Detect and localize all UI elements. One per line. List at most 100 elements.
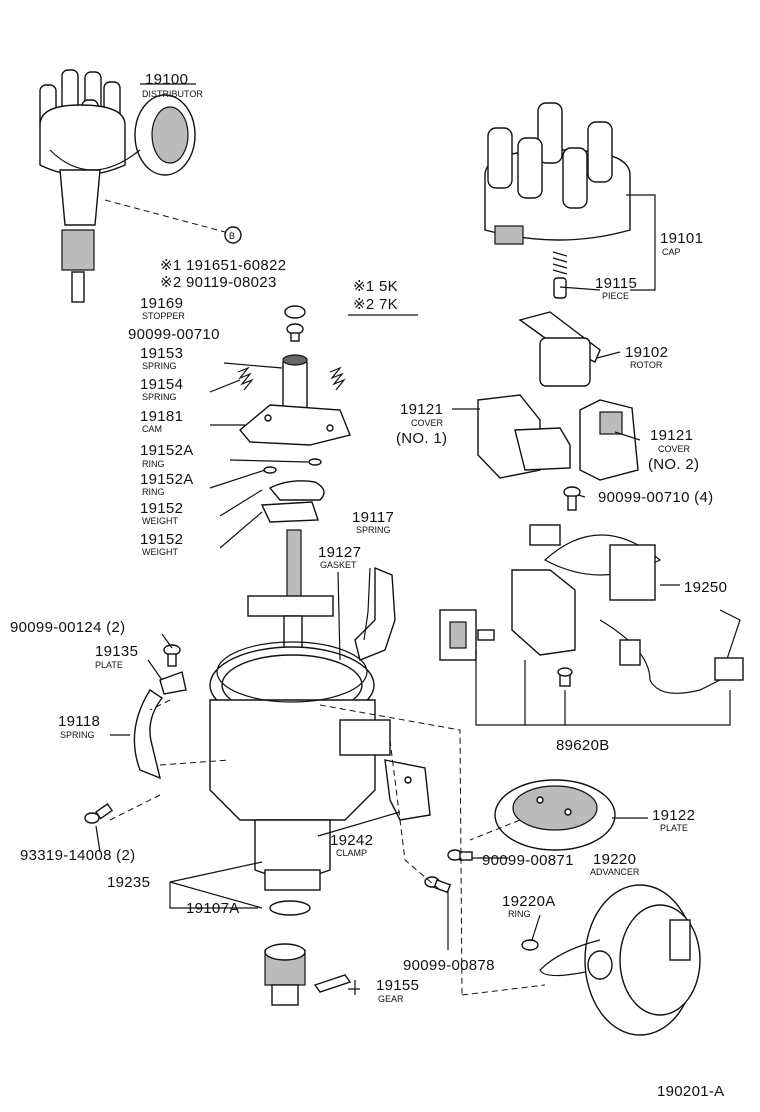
connector-drawing <box>439 609 495 661</box>
label-19169-name: STOPPER <box>142 311 185 321</box>
advancer-drawing <box>539 884 701 1036</box>
callout-b-circle <box>224 226 242 244</box>
bracket-cap-piece <box>626 194 656 291</box>
label-90099-00124-no: 90099-00124 (2) <box>10 619 125 636</box>
label-90099-00710-4-no: 90099-00710 (4) <box>598 489 713 506</box>
label-19102-name: ROTOR <box>630 360 663 370</box>
label-19152A-1-no: 19152A <box>140 442 194 459</box>
label-19155-name: GEAR <box>378 994 404 1004</box>
label-90099-00871-no: 90099-00871 <box>482 852 574 869</box>
label-19220-name: ADVANCER <box>590 867 640 877</box>
label-19101-name: CAP <box>662 247 681 257</box>
label-19154-name: SPRING <box>142 392 177 402</box>
label-19152-2-name: WEIGHT <box>142 547 178 557</box>
rotor-drawing <box>518 311 601 387</box>
note-1-engine: ※1 5K <box>353 278 398 295</box>
note-2-engine: ※2 7K <box>353 296 398 313</box>
label-19118-name: SPRING <box>60 730 95 740</box>
label-19115-no: 19115 <box>595 275 637 292</box>
screw-00871-drawing <box>447 849 473 861</box>
label-19154-no: 19154 <box>140 376 183 393</box>
bracket-89620b <box>475 650 731 726</box>
plate-19135-drawing <box>159 671 187 695</box>
breaker-plate-drawing <box>494 779 616 851</box>
label-19181-name: CAM <box>142 424 162 434</box>
label-19121a-name: COVER <box>411 418 444 428</box>
label-19242-name: CLAMP <box>336 848 367 858</box>
label-19122-name: PLATE <box>660 823 688 833</box>
label-19100-no: 19100 <box>145 71 188 88</box>
label-19220-no: 19220 <box>593 851 636 868</box>
screw-00878-drawing <box>424 876 452 894</box>
label-19220A-no: 19220A <box>502 893 556 910</box>
label-19153-no: 19153 <box>140 345 183 362</box>
igniter-assembly-drawing <box>511 524 744 694</box>
label-19135-no: 19135 <box>95 643 138 660</box>
label-90099-00878-no: 90099-00878 <box>403 957 495 974</box>
label-90099-00710-no: 90099-00710 <box>128 326 220 343</box>
label-19135-name: PLATE <box>95 660 123 670</box>
label-19127-name: GASKET <box>320 560 357 570</box>
footer-diagram-code: 190201-A <box>657 1083 724 1100</box>
label-19117-no: 19117 <box>352 509 394 526</box>
label-19152A-2-no: 19152A <box>140 471 194 488</box>
cover-no2-drawing <box>579 399 639 481</box>
label-19235-no: 19235 <box>107 874 150 891</box>
label-19121a-sub: (NO. 1) <box>396 430 447 447</box>
screw-93319-drawing <box>84 802 114 824</box>
label-19152-2-no: 19152 <box>140 531 183 548</box>
label-19152-1-name: WEIGHT <box>142 516 178 526</box>
label-19121a-no: 19121 <box>400 401 443 418</box>
note-1-part: ※1 191651-60822 <box>160 257 286 274</box>
label-19100-name: DISTRIBUTOR <box>142 89 203 99</box>
label-19152-1-no: 19152 <box>140 500 183 517</box>
label-19152A-1-name: RING <box>142 459 165 469</box>
label-19250-no: 19250 <box>684 579 727 596</box>
spring-19117-drawing <box>354 566 396 661</box>
label-19121b-no: 19121 <box>650 427 693 444</box>
label-19121b-name: COVER <box>658 444 691 454</box>
label-19117-name: SPRING <box>356 525 391 535</box>
distributor-assembly-drawing <box>39 69 196 303</box>
oring-19107a-drawing <box>269 900 311 916</box>
clamp-drawing <box>384 759 431 821</box>
screw-00124-drawing <box>163 644 181 667</box>
note-2-part: ※2 90119-08023 <box>160 274 277 291</box>
callout-b-label: B <box>229 231 235 241</box>
label-19220A-name: RING <box>508 909 531 919</box>
label-93319-no: 93319-14008 (2) <box>20 847 135 864</box>
part-labels: 19100 DISTRIBUTOR ※1 191651-60822 ※2 901… <box>10 71 727 1100</box>
label-19121b-sub: (NO. 2) <box>648 456 699 473</box>
screw-89620b-drawing <box>557 667 573 687</box>
spring-19118-drawing <box>133 689 164 780</box>
label-19101-no: 19101 <box>660 230 703 247</box>
cam-drawing <box>239 354 351 446</box>
weights-drawing <box>260 480 325 523</box>
label-19115-name: PIECE <box>602 291 629 301</box>
housing-drawing <box>209 646 391 891</box>
assembly-dashed-lines <box>109 699 546 996</box>
label-19122-no: 19122 <box>652 807 695 824</box>
stopper-drawing <box>284 305 306 319</box>
label-19152A-2-name: RING <box>142 487 165 497</box>
label-19169-no: 19169 <box>140 295 183 312</box>
gasket-drawing <box>216 641 368 703</box>
label-19118-no: 19118 <box>58 713 100 730</box>
label-19155-no: 19155 <box>376 977 419 994</box>
screw-90099-00710-drawing <box>286 323 304 342</box>
label-19153-name: SPRING <box>142 361 177 371</box>
label-19102-no: 19102 <box>625 344 668 361</box>
cap-drawing <box>484 102 631 245</box>
leader-lines <box>95 83 680 995</box>
label-19127-no: 19127 <box>318 544 361 561</box>
label-19242-no: 19242 <box>330 832 373 849</box>
label-19181-no: 19181 <box>140 408 183 425</box>
leader-distributor-to-b <box>104 199 226 233</box>
piece-drawing <box>552 251 568 299</box>
label-89620B-no: 89620B <box>556 737 610 754</box>
label-19107A-no: 19107A <box>186 900 240 917</box>
gear-drawing <box>264 943 352 1006</box>
ring-19220a-drawing <box>521 939 539 951</box>
cover-no1-drawing <box>477 394 571 479</box>
